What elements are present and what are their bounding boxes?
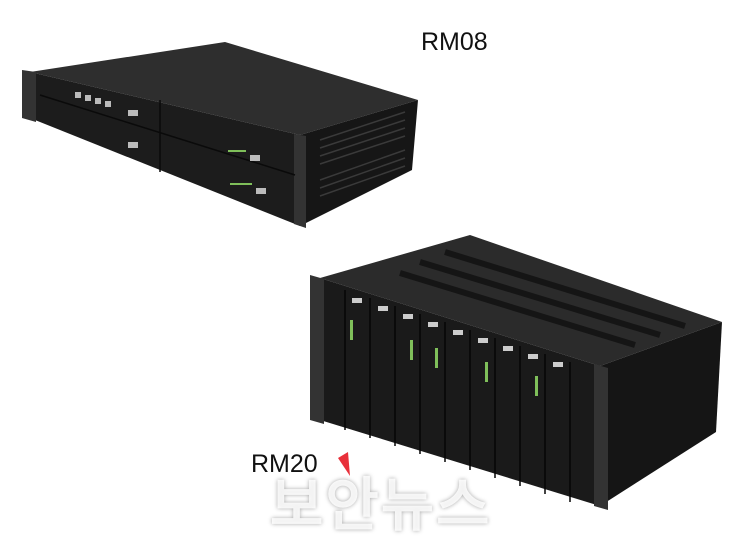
- product-photo: [22, 42, 722, 510]
- rm08-chassis: [22, 42, 418, 228]
- red-marker: [338, 452, 350, 476]
- watermark: 보안뉴스: [270, 471, 492, 539]
- rm08-label: RM08: [421, 28, 488, 56]
- rm20-label: RM20: [251, 450, 318, 478]
- rm20-chassis: [310, 235, 722, 510]
